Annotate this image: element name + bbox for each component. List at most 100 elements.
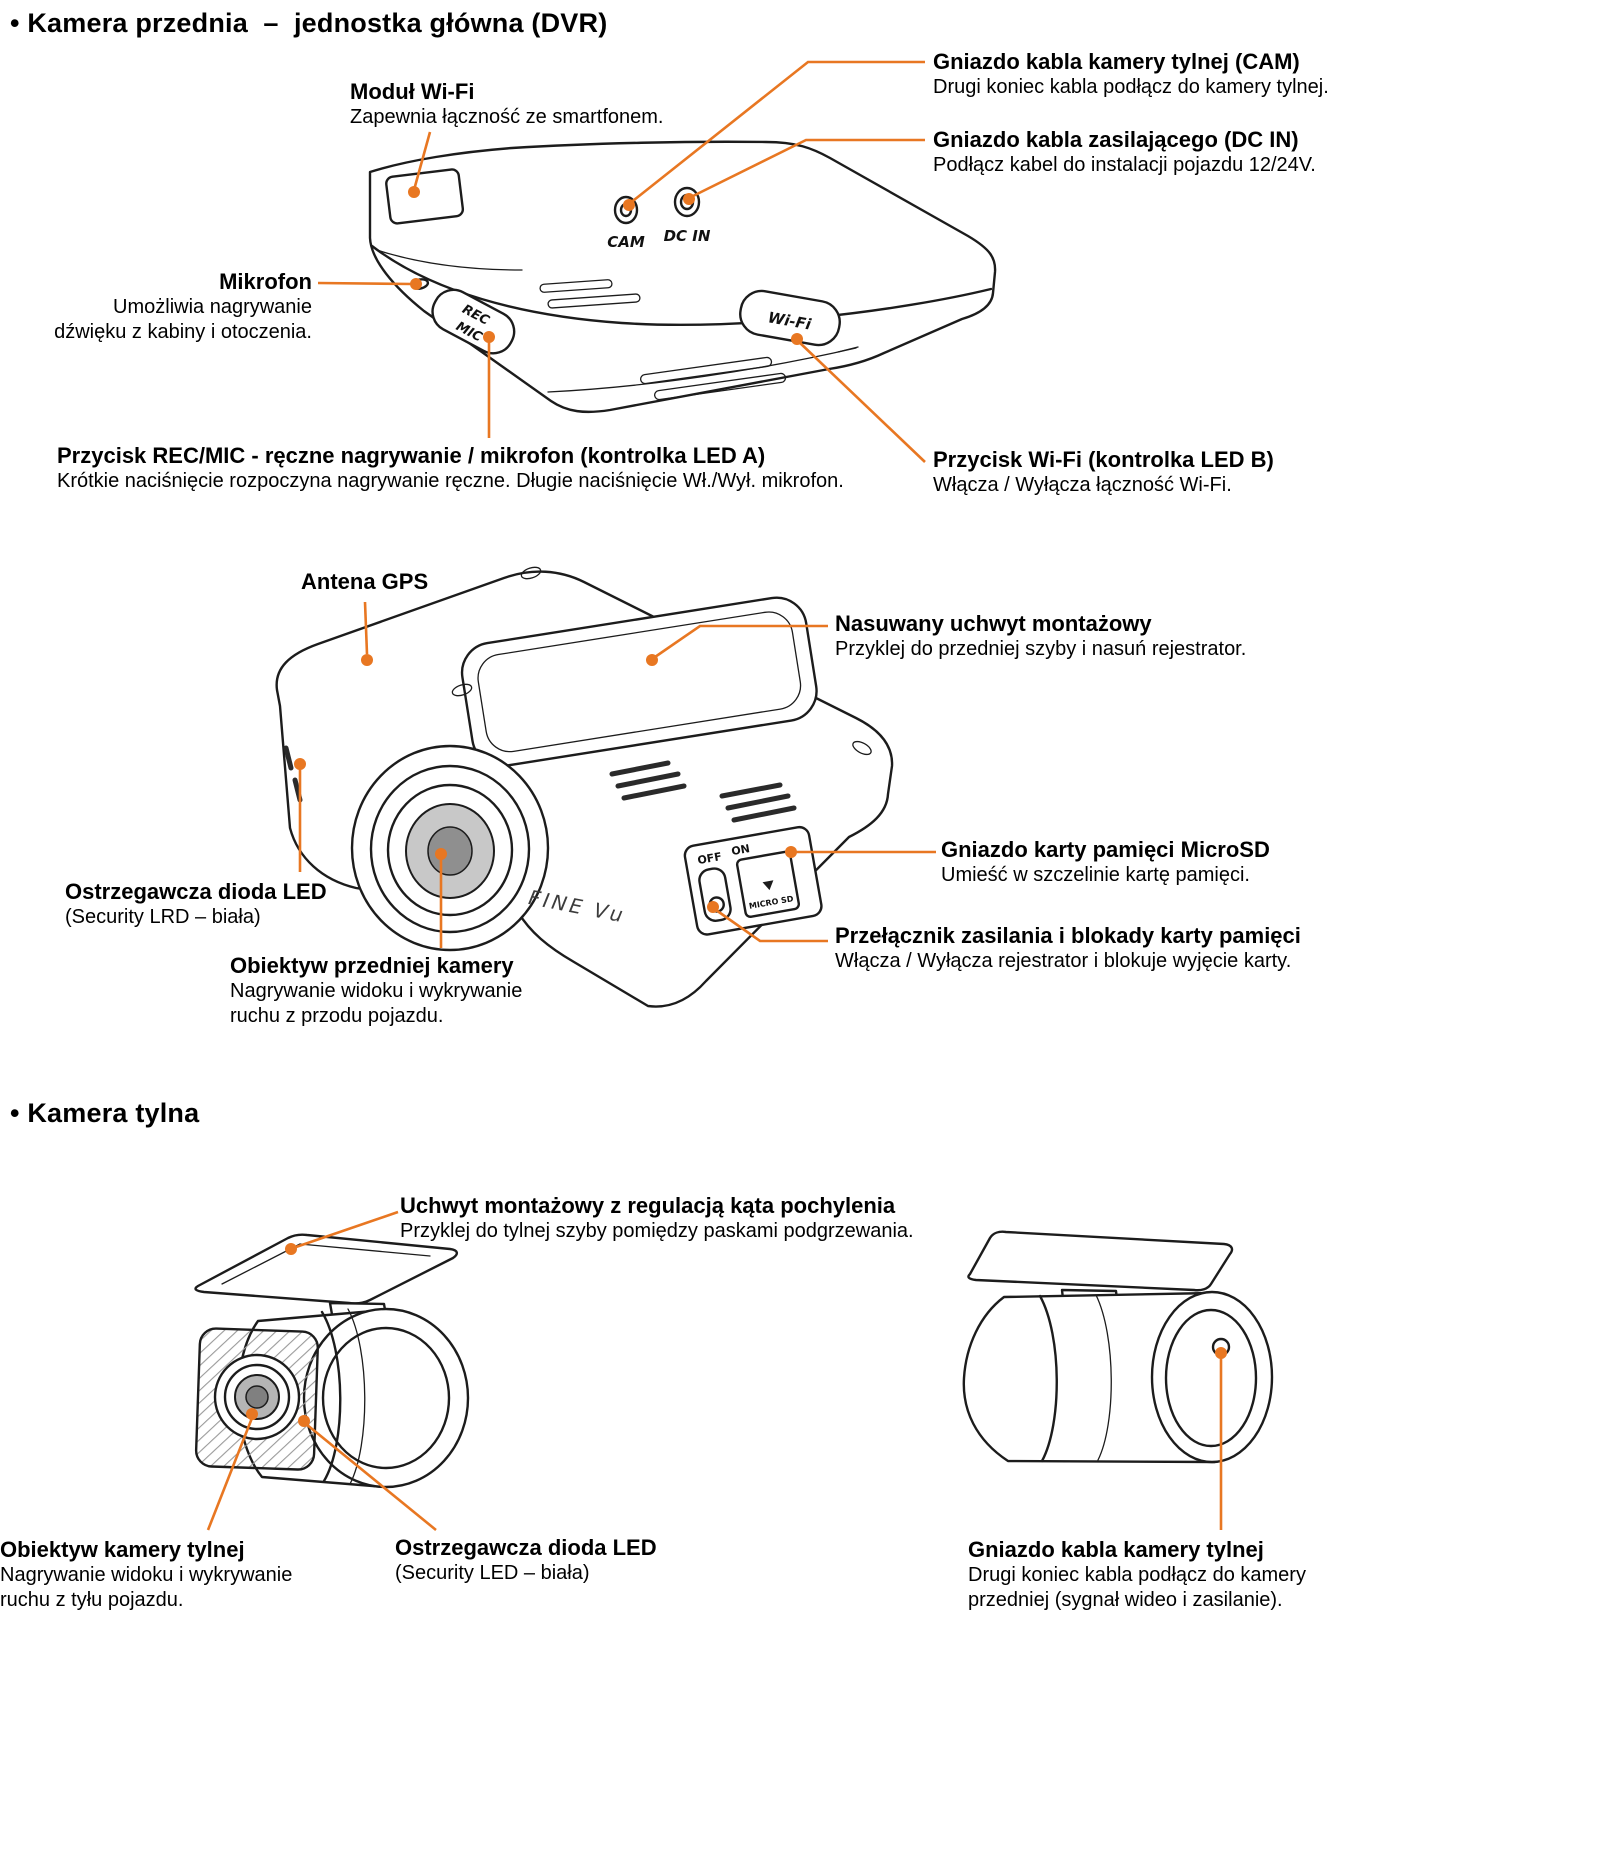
rear-camera-front-illustration <box>962 1230 1274 1464</box>
callout-rear-mount: Uchwyt montażowy z regulacją kąta pochyl… <box>400 1192 914 1244</box>
cam-callout-line <box>628 60 925 206</box>
callout-microphone: Mikrofon Umożliwia nagrywanie dźwięku z … <box>42 268 312 345</box>
gps-callout-line <box>363 601 369 655</box>
rec-mic-desc: Krótkie naciśnięcie rozpoczyna nagrywani… <box>57 470 844 493</box>
rear-mount-plate <box>194 1233 458 1305</box>
front-lens-title: Obiektyw przedniej kamery <box>230 953 514 978</box>
power-switch-slot <box>698 867 732 922</box>
vent-line <box>609 760 671 777</box>
rear-mount-callout-line <box>295 1210 399 1249</box>
wifi-button-slot <box>837 346 859 353</box>
rear-body-end-ring <box>302 1307 470 1489</box>
rear2-band-line-2 <box>1095 1294 1112 1461</box>
rear-section-title: • Kamera tylna <box>10 1098 200 1128</box>
cam-callout-dot <box>623 199 635 211</box>
front-lens-ring-2 <box>369 764 531 934</box>
top-screw-hole-1 <box>520 566 542 580</box>
vent-line <box>621 783 687 801</box>
microsd-arrow <box>762 880 774 891</box>
rear2-mount-plate <box>967 1230 1234 1292</box>
vent-line <box>725 793 791 811</box>
rear-cable-callout-dot <box>1215 1347 1227 1359</box>
microphone-desc-line1: Umożliwia nagrywanie <box>113 296 312 319</box>
wifi-button-callout-line <box>797 340 926 463</box>
rear-band-line-1 <box>320 1310 342 1483</box>
microphone-title: Mikrofon <box>219 269 312 294</box>
callout-front-mount: Nasuwany uchwyt montażowy Przyklej do pr… <box>835 610 1246 662</box>
top-vent-slot-2 <box>547 293 641 309</box>
rear2-band-line-1 <box>1038 1294 1058 1463</box>
microsd-callout-dot <box>785 846 797 858</box>
rear-led-title: Ostrzegawcza dioda LED <box>395 1535 657 1560</box>
callout-front-lens: Obiektyw przedniej kamery Nagrywanie wid… <box>230 952 522 1029</box>
rear-cable-desc-line1: Drugi koniec kabla podłącz do kamery <box>968 1564 1306 1587</box>
dvr-left-contour <box>376 249 523 271</box>
callout-dcin-socket: Gniazdo kabla zasilającego (DC IN) Podłą… <box>933 126 1316 178</box>
wifi-button-desc: Włącza / Wyłącza łączność Wi-Fi. <box>933 474 1232 497</box>
front-lens-callout-dot <box>435 848 447 860</box>
rear-lens-callout-dot <box>246 1408 258 1420</box>
top-vent-slot-1 <box>539 279 613 293</box>
wifi-button-shape: Wi-Fi <box>739 289 841 347</box>
wifi-module-callout-line <box>412 131 432 191</box>
dvr-top-callout-lines <box>317 60 926 463</box>
rear-band-line-2 <box>347 1308 366 1485</box>
rear-mount-callout-dot <box>285 1243 297 1255</box>
front-section-title: • Kamera przednia – jednostka główna (DV… <box>10 8 608 38</box>
callout-front-led: Ostrzegawcza dioda LED (Security LRD – b… <box>65 878 327 930</box>
callout-gps-antenna: Antena GPS <box>301 568 428 595</box>
mount-callout-dot <box>646 654 658 666</box>
front-mount-desc: Przyklej do przedniej szyby i nasuń reje… <box>835 638 1247 661</box>
mount-callout-line <box>654 624 828 659</box>
rear-mount-title: Uchwyt montażowy z regulacją kąta pochyl… <box>400 1193 896 1218</box>
callout-microsd: Gniazdo karty pamięci MicroSD Umieść w s… <box>941 836 1270 888</box>
dvr-top-body <box>368 140 997 414</box>
rear-lens-ring-2 <box>223 1363 291 1431</box>
bottom-vent-slot-2 <box>654 372 787 401</box>
switch-callout-dot <box>707 901 719 913</box>
dcin-callout-dot <box>683 193 695 205</box>
rear-led-callout-dot <box>298 1415 310 1427</box>
top-screw-hole-2 <box>451 683 473 697</box>
wifi-button-callout-dot <box>791 333 803 345</box>
power-switch-desc: Włącza / Wyłącza rejestrator i blokuje w… <box>835 950 1292 973</box>
mount-pad-shape <box>460 596 818 768</box>
rec-mic-callout-dot <box>483 331 495 343</box>
rear2-body <box>962 1291 1217 1464</box>
rear-camera-side-illustration <box>194 1233 470 1489</box>
rear-lens-desc-line2: ruchu z tyłu pojazdu. <box>0 1589 184 1612</box>
rear-cable-desc-line2: przedniej (sygnał wideo i zasilanie). <box>968 1589 1283 1612</box>
rear-lens-title: Obiektyw kamery tylnej <box>0 1537 245 1562</box>
wifi-button-outline <box>739 289 841 347</box>
callout-rec-mic-button: Przycisk REC/MIC - ręczne nagrywanie / m… <box>57 442 844 494</box>
gps-callout-dot <box>361 654 373 666</box>
rear-led-desc: (Security LED – biała) <box>395 1562 590 1585</box>
front-lens-ring-3 <box>386 783 514 917</box>
dvr-front-callout-lines <box>294 601 936 948</box>
rear-mount-plate-inner <box>221 1243 431 1285</box>
front-led-title: Ostrzegawcza dioda LED <box>65 879 327 904</box>
led-slot <box>283 745 294 771</box>
microsd-desc: Umieść w szczelinie kartę pamięci. <box>941 864 1250 887</box>
switch-callout-line <box>715 908 828 943</box>
rear-lens-pupil <box>245 1385 269 1409</box>
cam-socket-title: Gniazdo kabla kamery tylnej (CAM) <box>933 49 1300 74</box>
microphone-callout-dot <box>410 278 422 290</box>
front-lens-pupil <box>427 826 473 876</box>
front-lens-desc-line2: ruchu z przodu pojazdu. <box>230 1005 444 1028</box>
wifi-module-title: Moduł Wi-Fi <box>350 79 475 104</box>
microsd-card-shape <box>735 850 801 918</box>
callout-cam-socket: Gniazdo kabla kamery tylnej (CAM) Drugi … <box>933 48 1329 100</box>
on-label: ON <box>730 842 751 858</box>
gps-antenna-title: Antena GPS <box>301 569 429 594</box>
off-label: OFF <box>696 850 722 867</box>
bottom-vent-slot-1 <box>640 356 773 385</box>
wifi-module-callout-dot <box>408 186 420 198</box>
mount-pad-outline <box>460 596 818 768</box>
rear-lens-callout-line <box>206 1417 254 1531</box>
vent-line <box>719 782 783 799</box>
rear-body-end-inner <box>321 1326 451 1470</box>
dvr-top-front-crease <box>370 244 993 326</box>
wifi-module-outline <box>385 168 465 225</box>
